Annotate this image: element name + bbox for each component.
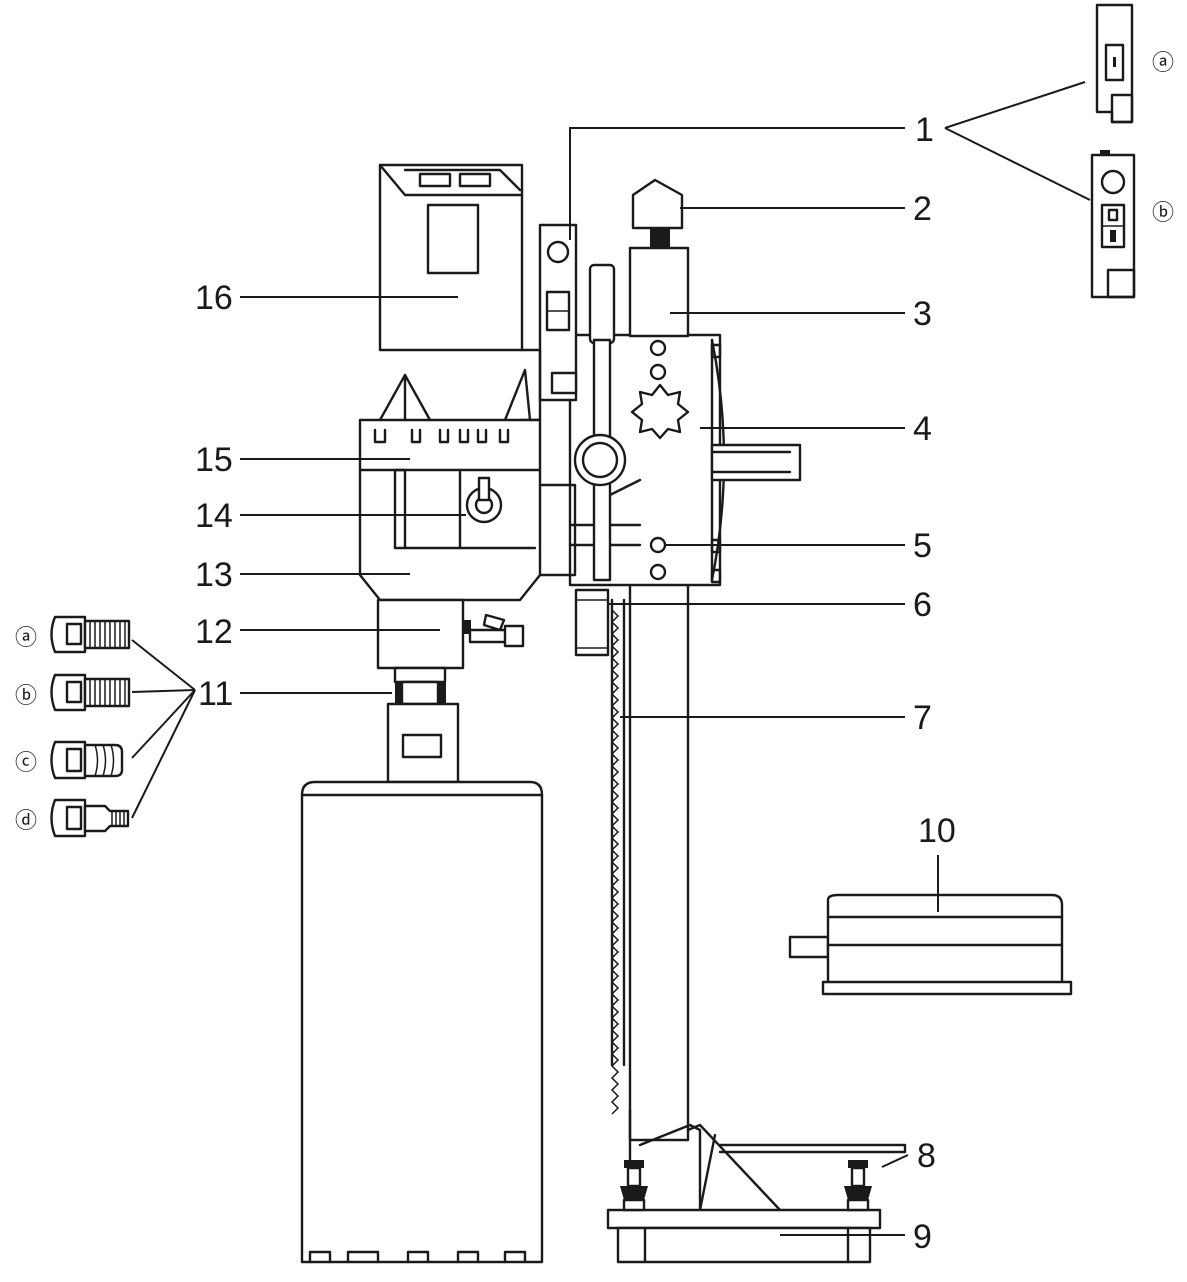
callout-3: 3 — [913, 295, 932, 333]
feed-lever — [573, 263, 627, 657]
drill-stand — [533, 178, 907, 1264]
adapter-b-label: ⓑ — [15, 684, 37, 709]
callout-2: 2 — [913, 190, 932, 228]
callout-16: 16 — [195, 279, 233, 317]
callout-4: 4 — [913, 410, 932, 448]
switch-box — [538, 223, 578, 402]
motor-label — [426, 203, 480, 275]
adapter-a-label: ⓐ — [15, 626, 37, 651]
leveling-screw-right — [844, 1160, 872, 1212]
stand-column — [628, 578, 690, 1142]
toothed-rack — [610, 598, 626, 1115]
callout-10: 10 — [918, 812, 956, 850]
callout-6: 6 — [913, 586, 932, 624]
adapter-c-label: ⓒ — [15, 751, 37, 776]
callout-7: 7 — [913, 699, 932, 737]
star-knob-icon — [630, 383, 690, 440]
stand-base — [606, 1208, 882, 1264]
callout-11: 11 — [198, 675, 233, 713]
callout-9: 9 — [913, 1218, 932, 1256]
callout-13: 13 — [195, 556, 233, 594]
callout-8: 8 — [917, 1137, 936, 1175]
callout-15: 15 — [195, 441, 233, 479]
switch-variant-b-label: ⓑ — [1152, 201, 1174, 226]
callout-14: 14 — [195, 497, 233, 535]
motor — [358, 163, 542, 706]
leveling-screw-left — [620, 1160, 648, 1212]
motor-housing — [378, 163, 524, 352]
switch-variant-a — [1095, 3, 1134, 124]
switch-variant-a-label: ⓐ — [1152, 51, 1174, 76]
adapter-c — [50, 740, 124, 780]
callout-1: 1 — [915, 111, 934, 149]
feed-handle — [710, 443, 802, 482]
callout-12: 12 — [195, 613, 233, 651]
callout-5: 5 — [913, 527, 932, 565]
adapter-d-label: ⓓ — [15, 809, 37, 834]
column-top — [628, 246, 690, 338]
vacuum-pad — [788, 893, 1073, 996]
carriage-bolt — [649, 339, 667, 357]
adapter-a — [50, 615, 131, 654]
spindle-housing — [376, 598, 465, 670]
leader-lines — [131, 81, 1091, 1236]
indicator-lamp-icon-b — [1100, 169, 1126, 195]
core-bit — [300, 702, 544, 1264]
locking-screw-icon — [649, 536, 667, 554]
bit-barrel — [300, 780, 544, 1264]
adapter-b — [50, 673, 131, 712]
bit-adapter — [386, 702, 460, 784]
cap-thread — [650, 228, 670, 248]
column-cap — [631, 178, 684, 230]
switch-variant-b — [1090, 150, 1136, 299]
water-valve-icon — [463, 613, 525, 648]
indicator-lamp-icon — [546, 240, 570, 264]
adapter-d — [50, 798, 130, 838]
